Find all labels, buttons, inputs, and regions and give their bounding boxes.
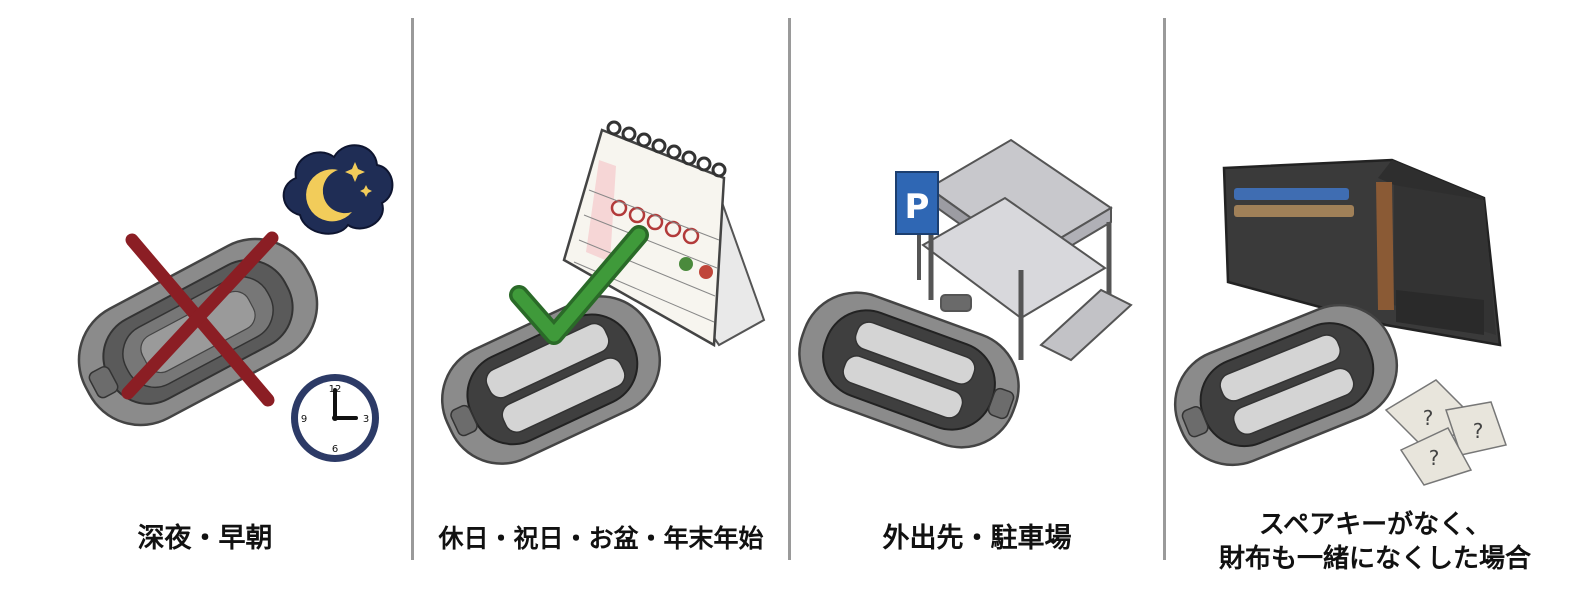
divider-2 [788, 18, 791, 560]
divider-1 [411, 18, 414, 560]
clock-label-9: 9 [301, 414, 307, 425]
panel-late-night: 12 3 6 9 深夜・早朝 [0, 0, 410, 607]
caption-lost-wallet-line2: 財布も一緒になくした場合 [1218, 544, 1531, 574]
parking-garage-icon [921, 138, 1133, 362]
holidays-illustration [440, 120, 766, 465]
car-key-fob [440, 295, 662, 465]
divider-3 [1163, 18, 1166, 560]
svg-text:?: ? [1423, 406, 1434, 430]
svg-text:?: ? [1473, 419, 1484, 443]
late-night-illustration: 12 3 6 9 [77, 144, 394, 462]
caption-lost-wallet-line1: スペアキーがなく、 [1258, 510, 1492, 540]
caption-holidays: 休日・祝日・お盆・年末年始 [438, 524, 764, 553]
caption-late-night: 深夜・早朝 [137, 523, 273, 554]
parking-sign-letter: P [905, 187, 930, 227]
svg-text:?: ? [1429, 446, 1440, 470]
car-key-fob [1173, 303, 1399, 467]
panel-holidays: 休日・祝日・お盆・年末年始 [414, 0, 788, 607]
calendar-icon [562, 120, 766, 348]
clock-icon: 12 3 6 9 [291, 374, 379, 462]
car-key-fob [798, 291, 1020, 449]
clock-label-3: 3 [363, 414, 369, 425]
panel-parking: P 外出先・駐車場 [791, 0, 1163, 607]
clock-label-12: 12 [329, 384, 342, 395]
parking-illustration: P [798, 138, 1133, 449]
lost-wallet-illustration: ? ? ? [1173, 158, 1507, 486]
parking-sign-icon: P [895, 171, 939, 280]
red-cross-icon [121, 231, 279, 407]
night-moon-icon [282, 144, 394, 235]
wallet-icon [1222, 158, 1502, 347]
panel-lost-wallet: ? ? ? スペアキーがなく、 財布も一緒になくした場合 [1166, 0, 1584, 607]
clock-label-6: 6 [332, 444, 338, 455]
question-notes-icon: ? ? ? [1384, 379, 1507, 486]
caption-parking: 外出先・駐車場 [882, 523, 1072, 554]
